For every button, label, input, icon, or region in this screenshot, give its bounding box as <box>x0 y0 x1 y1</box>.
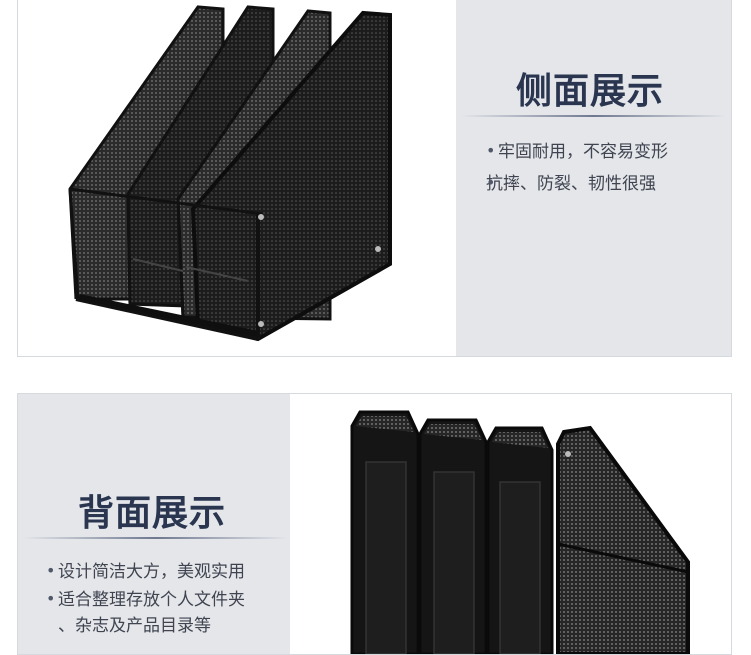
back-view-description: 背面展示 设计简洁大方，美观实用 适合整理存放个人文件夹 、杂志及产品目录等 <box>18 394 290 654</box>
heading-divider <box>23 537 288 539</box>
feature-text-continued: 、杂志及产品目录等 <box>58 616 211 636</box>
mesh-file-organizer-side-photo <box>68 5 392 342</box>
feature-text: 牢固耐用，不容易变形 <box>498 142 668 162</box>
feature-item: 抗摔、防裂、韧性很强 <box>486 170 726 197</box>
side-view-heading: 侧面展示 <box>516 71 665 112</box>
back-feature-list: 设计简洁大方，美观实用 适合整理存放个人文件夹 、杂志及产品目录等 <box>46 558 286 641</box>
heading-divider <box>461 115 726 117</box>
side-view-photo <box>18 0 456 356</box>
back-view-heading: 背面展示 <box>78 493 227 534</box>
back-view-photo <box>290 394 731 654</box>
feature-item: 设计简洁大方，美观实用 <box>46 558 286 585</box>
side-view-panel: 侧面展示 牢固耐用，不容易变形 抗摔、防裂、韧性很强 <box>17 0 732 357</box>
mesh-file-organizer-back-photo <box>350 410 690 654</box>
back-view-panel: 背面展示 设计简洁大方，美观实用 适合整理存放个人文件夹 、杂志及产品目录等 <box>17 393 732 655</box>
feature-item: 适合整理存放个人文件夹 、杂志及产品目录等 <box>46 586 286 639</box>
feature-text: 适合整理存放个人文件夹 <box>58 590 245 610</box>
feature-item: 牢固耐用，不容易变形 <box>486 138 726 165</box>
side-view-description: 侧面展示 牢固耐用，不容易变形 抗摔、防裂、韧性很强 <box>456 0 731 356</box>
side-feature-list: 牢固耐用，不容易变形 抗摔、防裂、韧性很强 <box>486 138 726 199</box>
feature-text-continued: 抗摔、防裂、韧性很强 <box>486 174 656 194</box>
feature-text: 设计简洁大方，美观实用 <box>58 562 245 582</box>
